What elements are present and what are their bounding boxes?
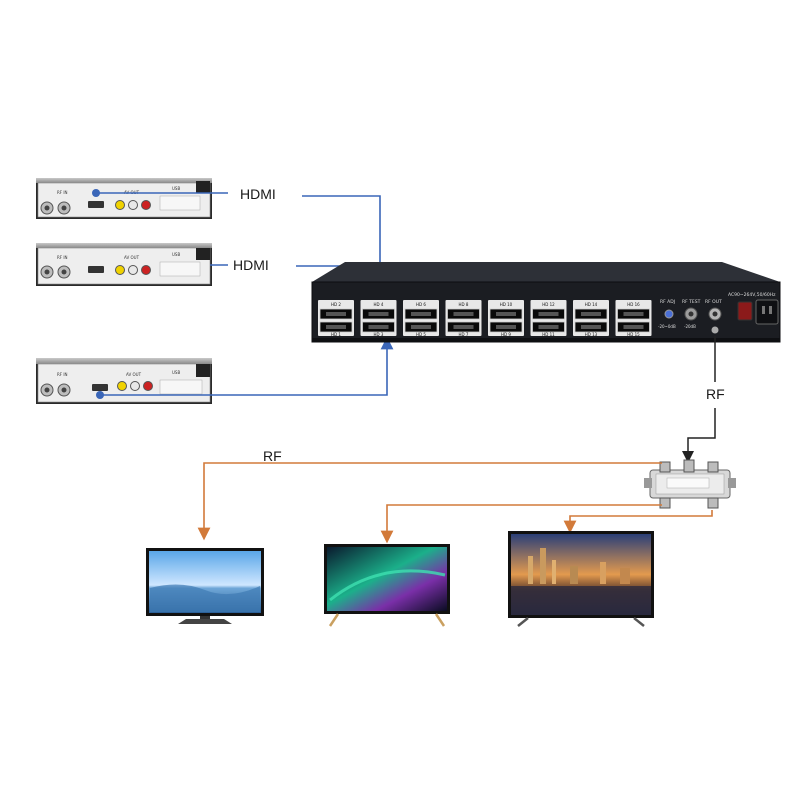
power-socket <box>755 299 779 325</box>
hdmi-port-bottom-2-label: HD 3 <box>374 332 384 337</box>
hdmi-port-bottom-4-label: HD 7 <box>459 332 469 337</box>
rf-label-left: RF <box>263 448 282 464</box>
hdmi-port-top-3[interactable] <box>404 308 438 320</box>
hdmi-port-bottom-1[interactable] <box>319 321 353 333</box>
receiver-1: RF IN AV OUT USB <box>36 178 212 219</box>
rf-splitter <box>644 459 736 509</box>
hdmi-port-top-5[interactable] <box>489 308 523 320</box>
hdmi-port-bottom-3-label: HD 5 <box>416 332 426 337</box>
hdmi-port-bottom-6-label: HD 11 <box>542 332 555 337</box>
hdmi-port-top-7-label: HD 14 <box>585 302 598 307</box>
receiver-2-rf-label: RF IN <box>57 255 68 260</box>
power-spec-label: AC90~264V,50/60Hz <box>728 292 776 298</box>
rf-label-right: RF <box>706 386 725 402</box>
rf-line-tv-2 <box>380 504 662 544</box>
receiver-2-usb-label: USB <box>172 252 180 257</box>
hdmi-port-top-6[interactable] <box>532 308 565 320</box>
hdmi-port-top-5-label: HD 10 <box>500 302 513 307</box>
receiver-3: RF IN AV OUT USB <box>36 358 212 404</box>
hdmi-port-grid: HD 2 HD 4 HD 6 HD 8 HD 10 HD 12 HD 14 HD 16 HD 1… <box>318 300 652 337</box>
rf-test-level-label: -20dB <box>684 324 696 329</box>
hdmi-port-bottom-5[interactable] <box>489 321 523 333</box>
hdmi-label-mid: HDMI <box>233 257 269 273</box>
hdmi-label-top: HDMI <box>240 186 276 202</box>
tv-1 <box>146 548 264 624</box>
hdmi-port-top-1[interactable] <box>319 308 353 320</box>
hdmi-port-top-8-label: HD 16 <box>627 302 640 307</box>
receiver-1-rf-label: RF IN <box>57 190 68 195</box>
rf-adj-knob[interactable] <box>664 309 674 319</box>
hdmi-port-top-2-label: HD 4 <box>374 302 384 307</box>
hdmi-port-bottom-7-label: HD 13 <box>585 332 598 337</box>
hdmi-port-top-4-label: HD 8 <box>459 302 469 307</box>
rf-line-tv-3 <box>563 510 713 534</box>
hdmi-port-top-6-label: HD 12 <box>542 302 555 307</box>
hdmi-port-bottom-4[interactable] <box>447 321 480 333</box>
hdmi-modulator: HD 2 HD 4 HD 6 HD 8 HD 10 HD 12 HD 14 HD 16 HD 1… <box>311 262 781 343</box>
receiver-3-rf-label: RF IN <box>57 372 68 377</box>
hdmi-port-bottom-6[interactable] <box>532 321 565 333</box>
rf-adj-label: RF ADJ <box>660 299 675 305</box>
power-switch[interactable] <box>737 301 753 321</box>
rf-range-label: -20~0dB <box>658 324 676 329</box>
hdmi-port-top-7[interactable] <box>574 308 608 320</box>
receiver-2: RF IN AV OUT USB <box>36 243 212 286</box>
rf-line-tv-1 <box>197 462 662 541</box>
hdmi-port-bottom-8[interactable] <box>617 321 650 333</box>
hdmi-port-top-8[interactable] <box>617 308 650 320</box>
hdmi-port-top-1-label: HD 2 <box>331 302 341 307</box>
hdmi-port-bottom-2[interactable] <box>362 321 395 333</box>
tv-2 <box>324 544 450 627</box>
receiver-3-av-label: AV OUT <box>126 372 142 377</box>
rf-test-label: RF TEST <box>682 299 701 305</box>
hdmi-port-top-2[interactable] <box>362 308 395 320</box>
hdmi-port-bottom-1-label: HD 1 <box>331 332 341 337</box>
hdmi-port-bottom-3[interactable] <box>404 321 438 333</box>
hdmi-line-3 <box>100 336 394 396</box>
rf-distribution <box>197 462 713 544</box>
receiver-1-usb-label: USB <box>172 186 180 191</box>
hdmi-port-bottom-8-label: HD 15 <box>627 332 640 337</box>
hdmi-port-bottom-7[interactable] <box>574 321 608 333</box>
hdmi-port-top-4[interactable] <box>447 308 480 320</box>
hdmi-port-top-3-label: HD 6 <box>416 302 426 307</box>
receiver-3-usb-label: USB <box>172 370 180 375</box>
rf-line-to-splitter <box>682 408 716 463</box>
rf-output-line <box>682 336 716 463</box>
hdmi-port-bottom-5-label: HD 9 <box>501 332 511 337</box>
receiver-2-av-label: AV OUT <box>124 255 140 260</box>
rf-out-label: RF OUT <box>705 299 722 305</box>
tv-3 <box>508 531 654 627</box>
